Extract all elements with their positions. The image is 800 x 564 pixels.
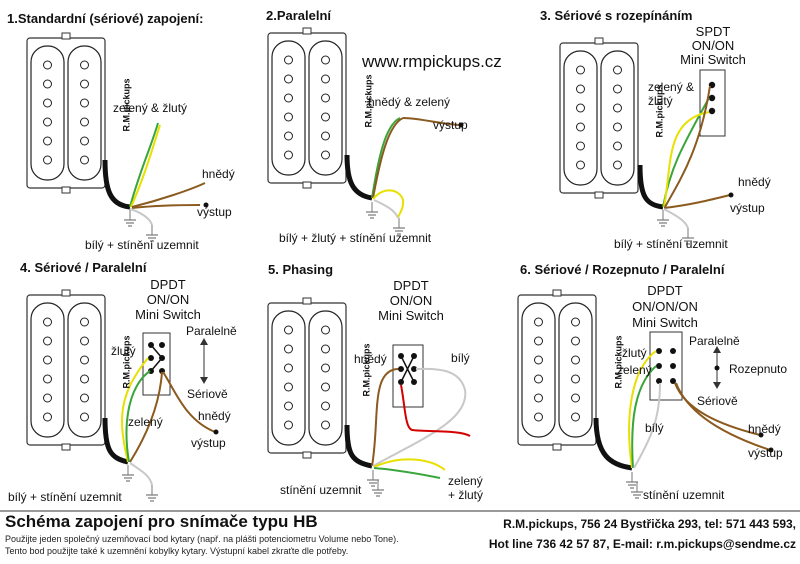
label-ground: stínění uzemnit (280, 483, 362, 497)
footer-title: Schéma zapojení pro snímače typu HB (5, 512, 318, 531)
label-green: zelený (617, 363, 652, 377)
label-output: výstup (191, 436, 226, 450)
panel-6-title: 6. Sériové / Rozepnuto / Paralelní (520, 262, 725, 277)
footer-note-1: Použijte jeden společný uzemňovací bod k… (5, 534, 399, 544)
panel-3 (559, 37, 734, 245)
humbucker-pickup-6 (517, 289, 597, 451)
label-brown-green: hnědý & zelený (368, 95, 451, 109)
panel-1 (26, 32, 209, 242)
panel-4-title: 4. Sériové / Paralelní (20, 260, 147, 275)
label-brown: hnědý (354, 352, 387, 366)
switch-name: Mini Switch (378, 308, 444, 323)
label-white: bílý (645, 421, 664, 435)
label-series: Sériově (697, 394, 738, 408)
label-disconnected: Rozepnuto (729, 362, 788, 376)
humbucker-pickup-3 (559, 37, 639, 199)
website-url: www.rmpickups.cz (362, 52, 502, 71)
panel-5-title: 5. Phasing (268, 262, 334, 277)
panel-6 (517, 289, 774, 499)
label-ground: stínění uzemnit (643, 488, 725, 502)
humbucker-pickup-2 (267, 27, 347, 189)
label-yellow: žlutý (111, 344, 136, 358)
label-output: výstup (730, 201, 765, 215)
label-brown: hnědý (202, 167, 235, 181)
panel-3-title: 3. Sériové s rozepínáním (540, 8, 693, 23)
label-green: zelený (128, 415, 163, 429)
switch-mode: ON/ON (389, 293, 433, 308)
panel-4 (26, 289, 219, 502)
panel-1-title: 1.Standardní (sériové) zapojení: (7, 11, 204, 26)
label-ground: bílý + žlutý + stínění uzemnit (279, 231, 432, 245)
label-brown: hnědý (738, 175, 771, 189)
dpdt-switch-5 (392, 344, 424, 408)
spdt-switch (699, 69, 726, 137)
label-parallel: Paralelně (186, 324, 237, 338)
switch-name: Mini Switch (135, 307, 201, 322)
panel-2 (267, 27, 464, 235)
label-output: výstup (748, 446, 783, 460)
brand-mark-6: R.M.pickups (613, 335, 624, 389)
label-ground: bílý + stínění uzemnit (85, 238, 199, 252)
label-brown: hnědý (198, 409, 231, 423)
label-yellow: žlutý (622, 346, 647, 360)
label-parallel: Paralelně (689, 334, 740, 348)
humbucker-pickup-4 (26, 289, 106, 451)
label-yellow: žlutý (648, 94, 673, 108)
switch-type: DPDT (393, 278, 429, 293)
label-ground: bílý + stínění uzemnit (614, 237, 728, 251)
panel-5 (267, 297, 471, 497)
switch-name: Mini Switch (632, 315, 698, 330)
label-green: zelený & (648, 80, 695, 94)
label-ground: bílý + stínění uzemnit (8, 490, 122, 504)
footer-note-2: Tento bod použijte také k uzemnění kobyl… (5, 546, 349, 556)
label-brown: hnědý (748, 422, 781, 436)
humbucker-pickup-1 (26, 32, 106, 194)
label-series: Sériově (187, 387, 228, 401)
label-white: bílý (451, 351, 470, 365)
label-plus-yellow: + žlutý (448, 488, 484, 502)
switch-type: SPDT (695, 24, 731, 39)
switch-name: Mini Switch (680, 52, 746, 67)
humbucker-pickup-5 (267, 297, 347, 459)
switch-mode: ON/ON (691, 38, 735, 53)
footer-contact-hotline: Hot line 736 42 57 87, E-mail: r.m.picku… (488, 537, 796, 551)
switch-type: DPDT (150, 277, 186, 292)
label-output: výstup (433, 118, 468, 132)
switch-mode: ON/ON/ON (632, 299, 698, 314)
label-green: zelený (448, 474, 483, 488)
switch-type: DPDT (647, 283, 683, 298)
switch-mode: ON/ON (146, 292, 190, 307)
label-green-yellow: zelený & žlutý (113, 101, 188, 115)
footer-contact-address: R.M.pickups, 756 24 Bystřička 293, tel: … (503, 517, 796, 531)
label-output: výstup (197, 205, 232, 219)
panel-2-title: 2.Paralelní (266, 8, 332, 23)
